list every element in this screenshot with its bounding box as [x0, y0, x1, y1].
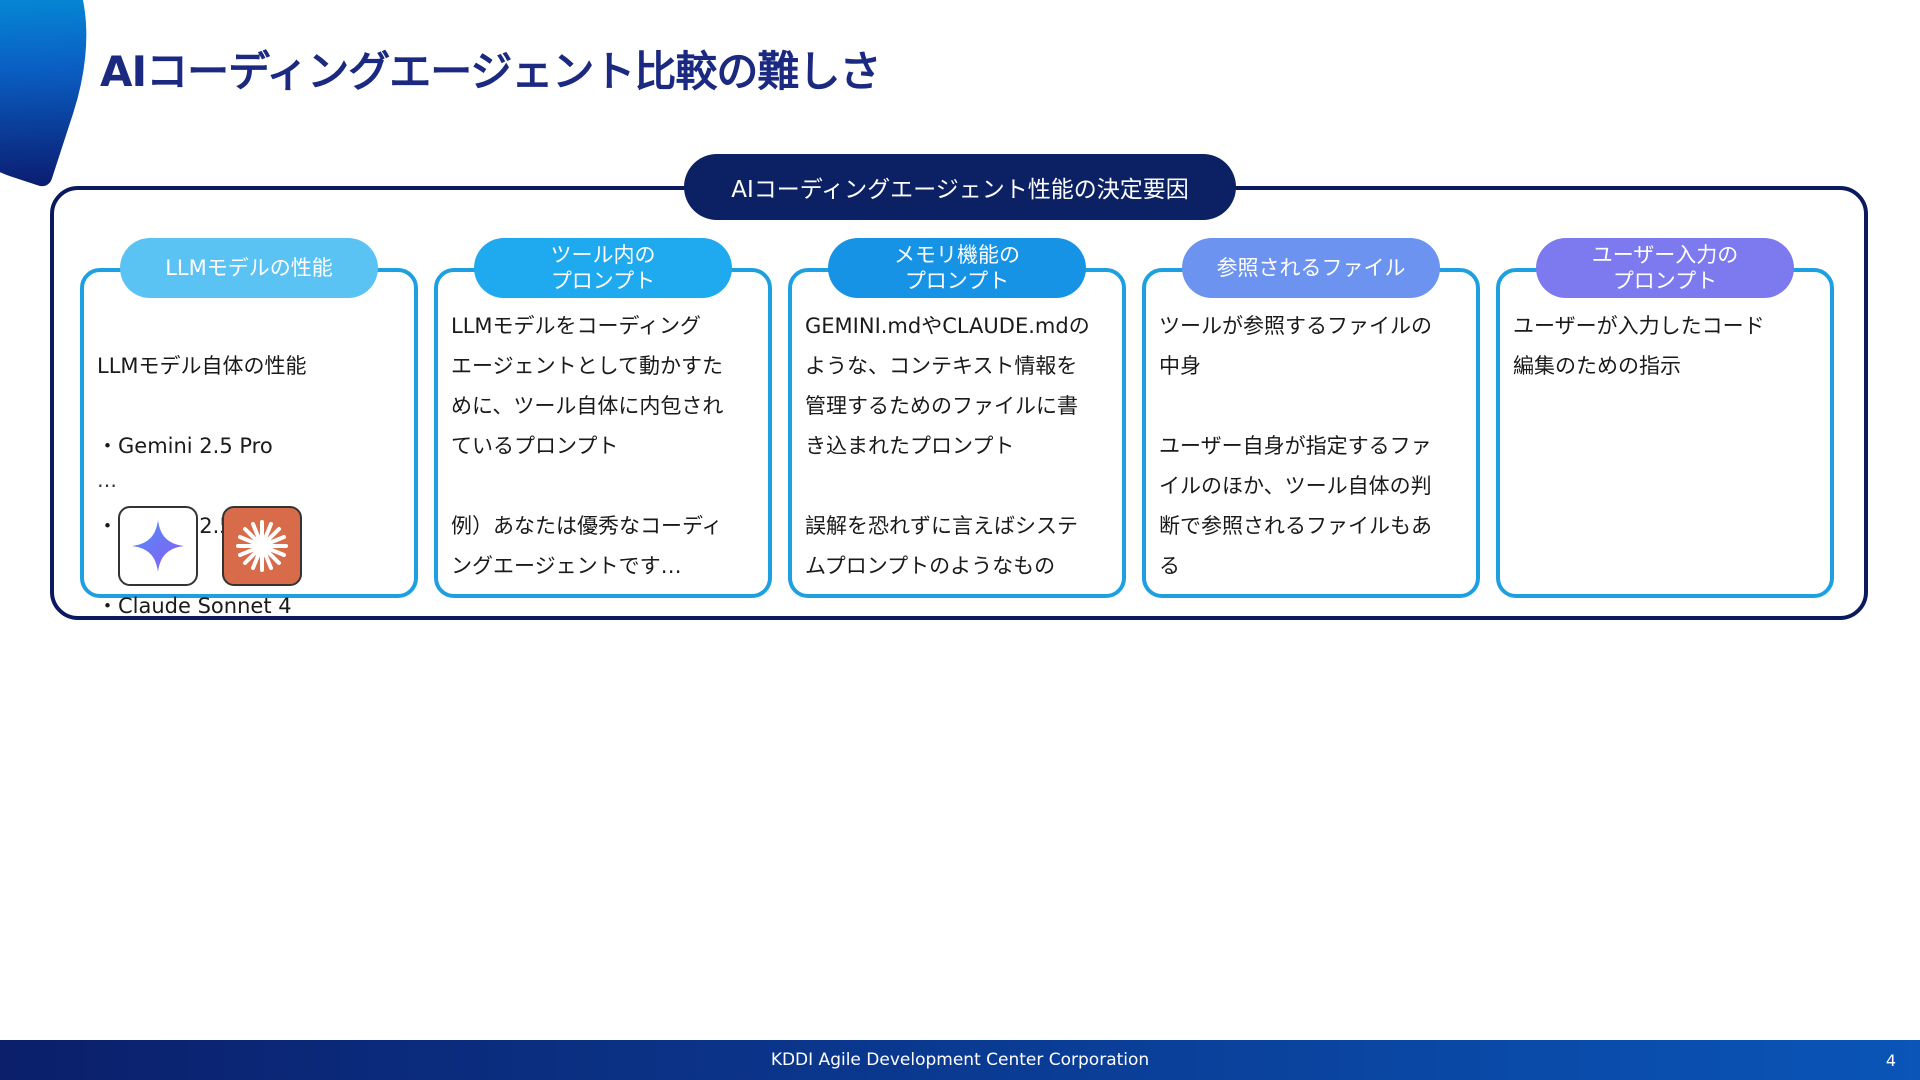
card-label-memory-prompt: メモリ機能の プロンプト [828, 238, 1086, 298]
llm-model-item: ・Gemini 2.5 Pro [97, 434, 273, 458]
card-body-memory-prompt: GEMINI.mdやCLAUDE.mdの ような、コンテキスト情報を 管理するた… [805, 314, 1090, 578]
llm-intro: LLMモデル自体の性能 [97, 354, 307, 378]
gemini-icon [118, 506, 198, 586]
card-label-user-prompt: ユーザー入力の プロンプト [1536, 238, 1794, 298]
claude-icon [222, 506, 302, 586]
card-body-llm-performance: LLMモデル自体の性能 ・Gemini 2.5 Pro ・Gemini 2.5 … [97, 306, 397, 666]
factors-header: AIコーディングエージェント性能の決定要因 [684, 154, 1236, 220]
footer-bar: KDDI Agile Development Center Corporatio… [0, 1040, 1920, 1080]
page-number: 4 [1885, 1050, 1896, 1070]
card-body-user-prompt: ユーザーが入力したコード 編集のための指示 [1513, 314, 1765, 378]
slide-title: AIコーディングエージェント比較の難しさ [100, 47, 881, 96]
card-body-referenced-files: ツールが参照するファイルの 中身 ユーザー自身が指定するファ イルのほか、ツール… [1159, 314, 1432, 578]
card-label-referenced-files: 参照されるファイル [1182, 238, 1440, 298]
card-body-tool-prompt: LLMモデルをコーディング エージェントとして動かすた めに、ツール自体に内包さ… [451, 314, 724, 578]
card-label-llm-performance: LLMモデルの性能 [120, 238, 378, 298]
llm-ellipsis: … [97, 468, 117, 492]
llm-model-item: ・Claude Sonnet 4 [97, 594, 292, 618]
card-label-tool-prompt: ツール内の プロンプト [474, 238, 732, 298]
footer-company: KDDI Agile Development Center Corporatio… [770, 1050, 1150, 1070]
